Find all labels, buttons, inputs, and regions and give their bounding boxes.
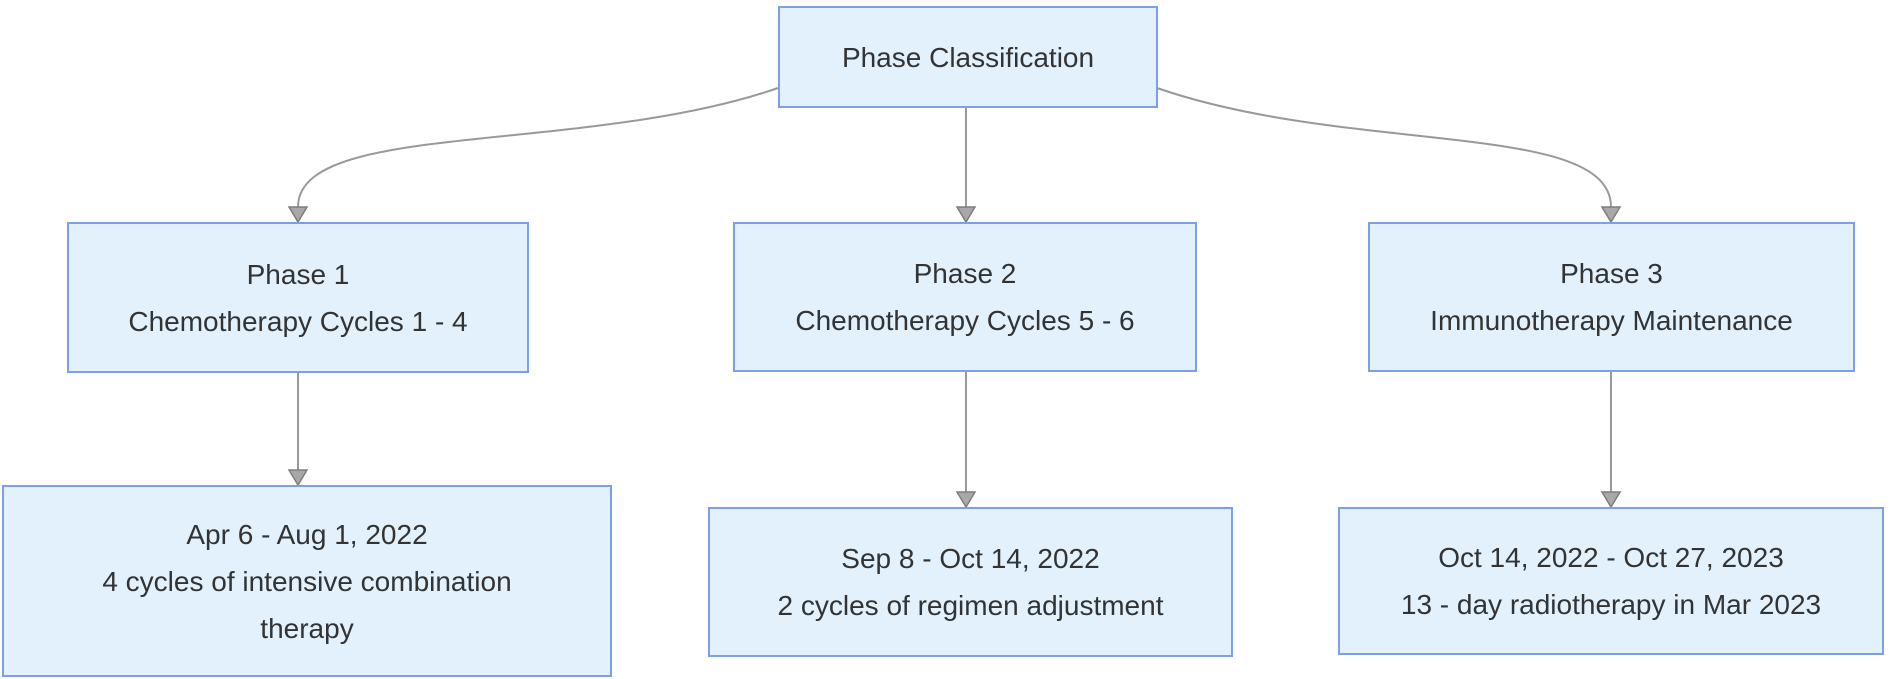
node-label: Phase 1 <box>246 258 350 290</box>
node-date-range: Apr 6 - Aug 1, 2022 <box>186 518 428 550</box>
node-phase-1-details: Apr 6 - Aug 1, 2022 4 cycles of intensiv… <box>2 485 612 677</box>
node-date-range: Oct 14, 2022 - Oct 27, 2023 <box>1438 542 1784 573</box>
node-phase-classification: Phase Classification <box>778 6 1158 108</box>
arrowhead-icon <box>287 206 309 224</box>
node-phase-1: Phase 1 Chemotherapy Cycles 1 - 4 <box>67 222 529 373</box>
arrowhead-icon <box>955 491 977 509</box>
node-sublabel: Chemotherapy Cycles 5 - 6 <box>795 305 1135 336</box>
node-description-line: 4 cycles of intensive combination <box>102 565 512 597</box>
node-description-line: therapy <box>260 612 354 644</box>
arrowhead-icon <box>287 469 309 487</box>
node-phase-3-details: Oct 14, 2022 - Oct 27, 2023 13 - day rad… <box>1338 507 1884 655</box>
arrowhead-icon <box>1600 491 1622 509</box>
node-label: Phase 2 <box>913 258 1017 289</box>
node-sublabel: Immunotherapy Maintenance <box>1430 305 1793 336</box>
arrowhead-icon <box>955 206 977 224</box>
node-sublabel: Chemotherapy Cycles 1 - 4 <box>128 305 468 337</box>
node-description-line: 2 cycles of regimen adjustment <box>777 590 1164 621</box>
node-date-range: Sep 8 - Oct 14, 2022 <box>841 543 1100 574</box>
edge-root-to-phase1 <box>297 87 779 208</box>
node-phase-3: Phase 3 Immunotherapy Maintenance <box>1368 222 1855 372</box>
node-description-line: 13 - day radiotherapy in Mar 2023 <box>1400 589 1822 620</box>
arrowhead-icon <box>1600 206 1622 224</box>
node-label: Phase Classification <box>841 41 1095 73</box>
node-phase-2: Phase 2 Chemotherapy Cycles 5 - 6 <box>733 222 1197 372</box>
node-label: Phase 3 <box>1560 258 1663 289</box>
node-phase-2-details: Sep 8 - Oct 14, 2022 2 cycles of regimen… <box>708 507 1233 657</box>
edge-root-to-phase3 <box>1156 87 1612 208</box>
